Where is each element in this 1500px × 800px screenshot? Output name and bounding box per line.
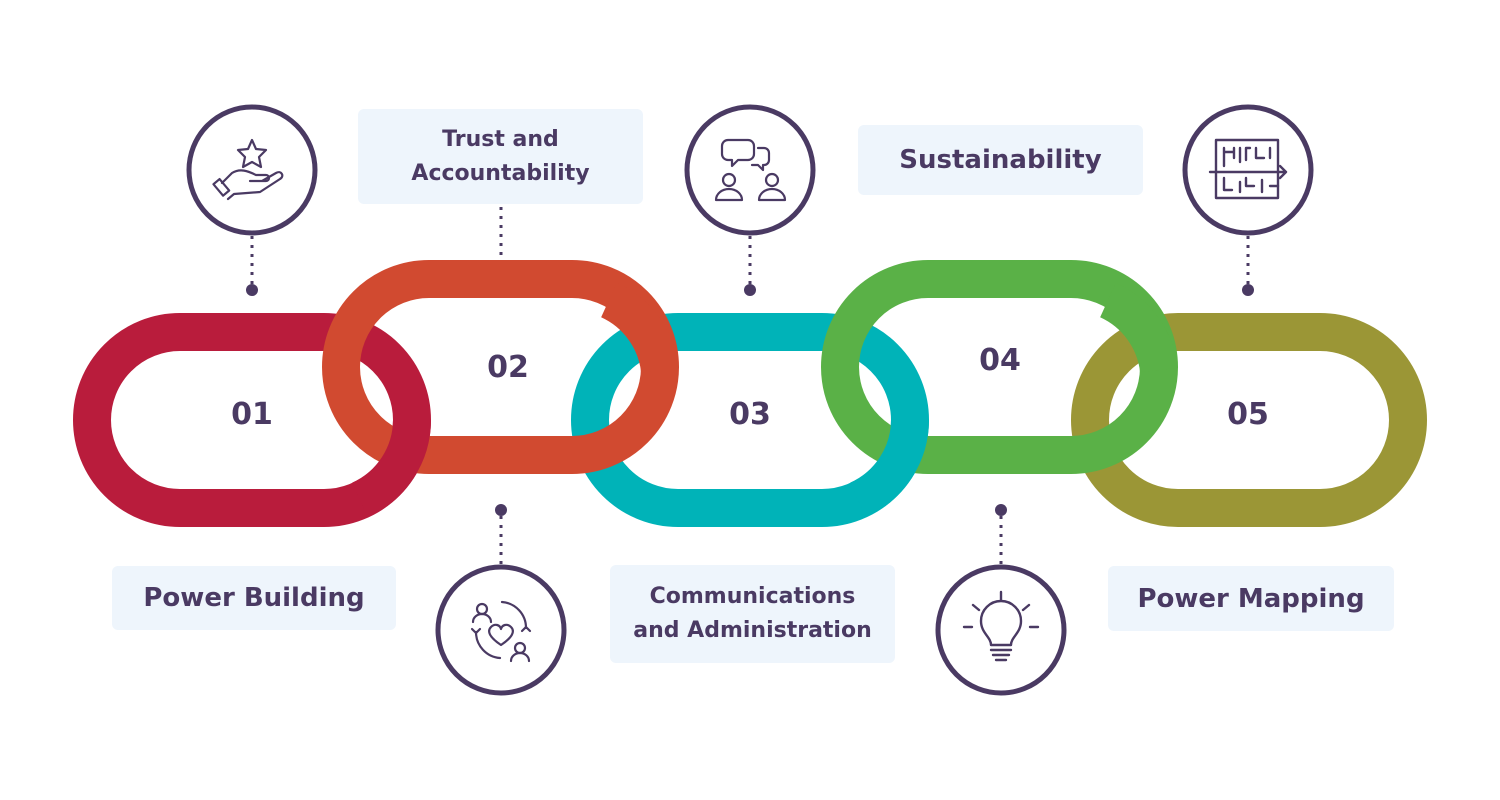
dot-02	[495, 504, 507, 516]
label-line-1: Communications	[649, 584, 856, 609]
link-number-02: 02	[487, 350, 529, 385]
link-number-05: 05	[1227, 397, 1269, 432]
interlock-overlays	[351, 282, 1178, 518]
label-sustainability: Sustainability	[858, 125, 1143, 195]
label-text: Sustainability	[899, 145, 1102, 175]
lightbulb-icon	[962, 590, 1040, 662]
hand-star-icon	[212, 138, 284, 201]
dot-04	[995, 504, 1007, 516]
heart-people-cycle-icon	[470, 600, 532, 663]
link-number-03: 03	[729, 397, 771, 432]
label-communications-administration: Communications and Administration	[610, 565, 895, 663]
label-line-2: and Administration	[633, 618, 872, 643]
chain-links	[73, 260, 1427, 527]
link-number-04: 04	[979, 343, 1021, 378]
overlap-03-04	[849, 419, 929, 518]
link-number-01: 01	[231, 397, 273, 432]
label-line-1: Trust and	[442, 126, 559, 152]
overlap-02-03	[600, 282, 679, 373]
dot-01	[246, 284, 258, 296]
label-power-mapping: Power Mapping	[1108, 566, 1394, 631]
conversation-people-icon	[714, 138, 787, 202]
icon-circle-01	[186, 104, 318, 236]
dot-05	[1242, 284, 1254, 296]
icon-circle-05	[1182, 104, 1314, 236]
label-text: Power Building	[143, 583, 365, 613]
link-05	[1071, 313, 1427, 527]
connector-dots	[246, 284, 1254, 516]
label-trust-accountability: Trust and Accountability	[358, 109, 643, 204]
label-text: Power Mapping	[1137, 583, 1365, 614]
label-line-2: Accountability	[411, 160, 590, 186]
overlap-04-05	[1099, 282, 1178, 373]
icon-circle-03	[684, 104, 816, 236]
icon-circle-04	[935, 564, 1067, 696]
overlap-01-02	[351, 419, 431, 518]
icon-circles	[186, 104, 1314, 696]
label-power-building: Power Building	[112, 566, 396, 630]
dot-03	[744, 284, 756, 296]
maze-arrow-icon	[1208, 138, 1288, 200]
